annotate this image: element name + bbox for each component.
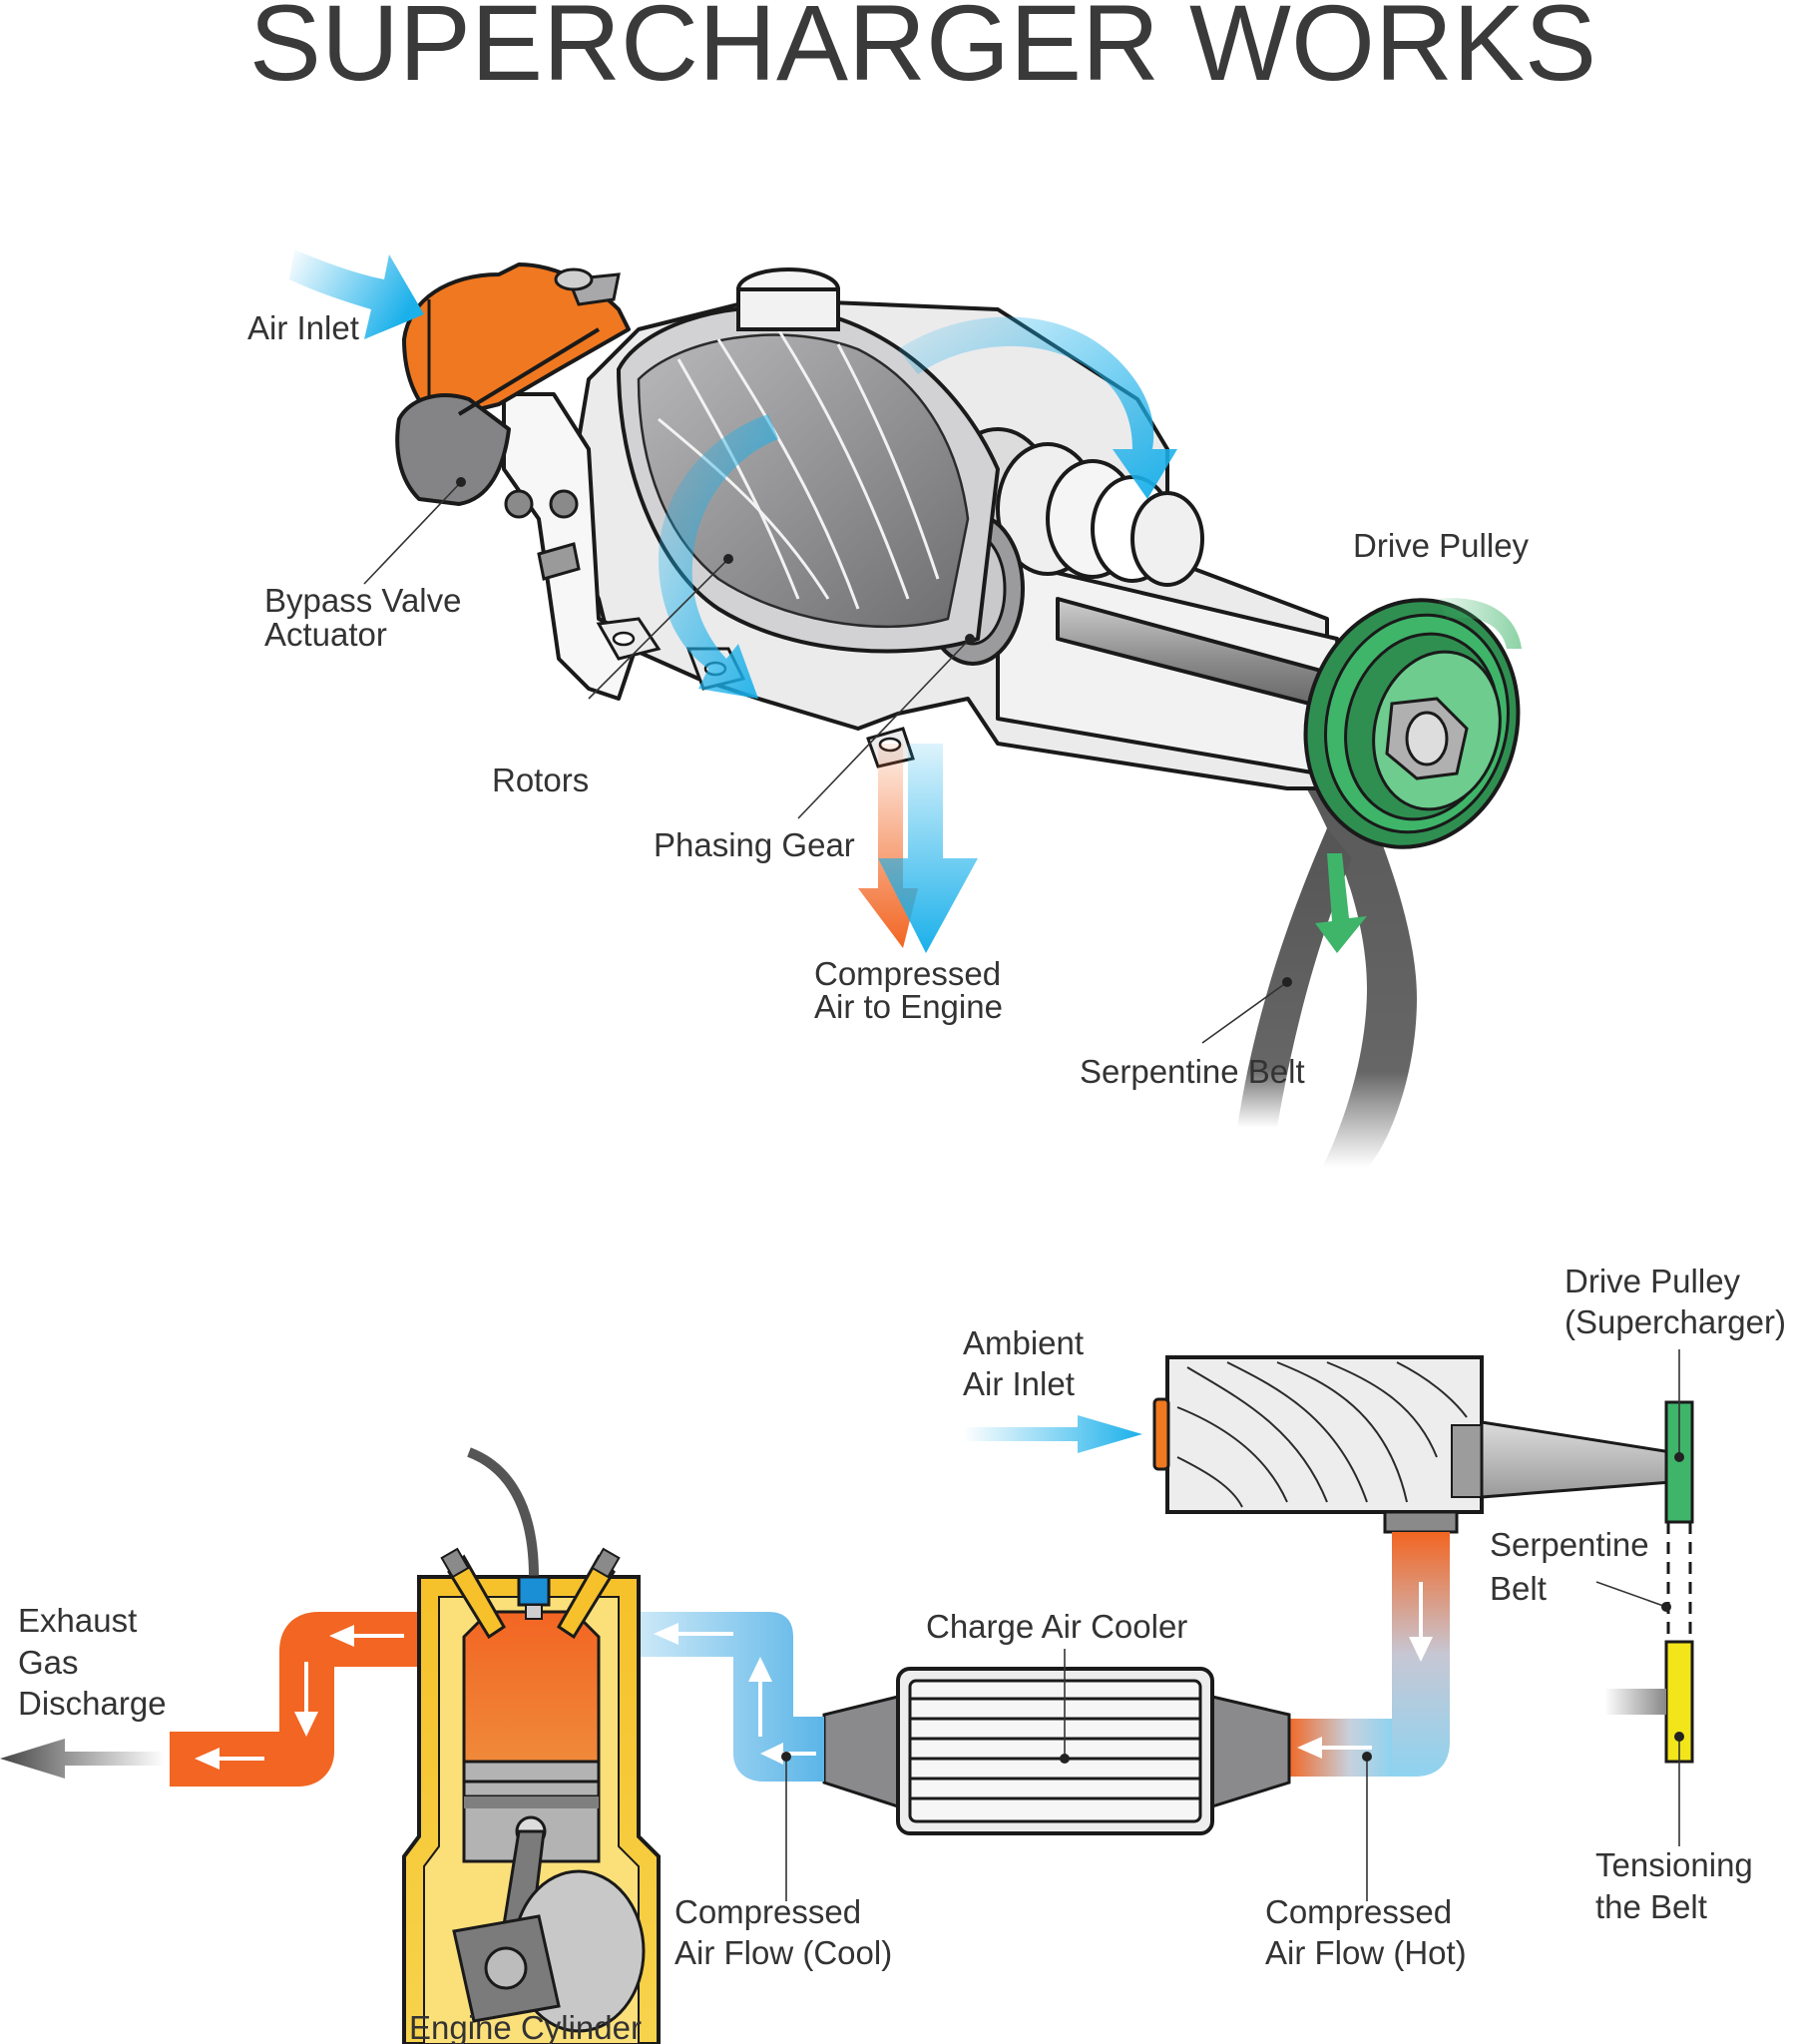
cool-flow-arrow-up [748, 1657, 772, 1737]
cool-flow-arrow-left-top [654, 1623, 733, 1645]
compressed-air-outlet-arrow [878, 744, 978, 953]
serpentine-belt [1287, 689, 1417, 1168]
label-compressed-2: Air to Engine [814, 988, 1003, 1025]
supercharger-illustration [289, 250, 1522, 1168]
inlet-flange [1152, 1397, 1170, 1471]
engine-cylinder [402, 1447, 661, 2044]
cooler-fins [910, 1697, 1200, 1800]
rotor-lobes [658, 328, 940, 610]
label-serpentine-belt: Serpentine Belt [1080, 1053, 1305, 1090]
label-compressed-1: Compressed [814, 955, 1001, 992]
label-rotors: Rotors [492, 762, 589, 798]
exhaust-flow-arrow-left [195, 1748, 264, 1770]
label-charge-air-cooler: Charge Air Cooler [926, 1608, 1187, 1645]
exhaust-discharge-arrow [0, 1739, 165, 1779]
top-labels: Air Inlet Bypass Valve Actuator Rotors P… [247, 309, 1530, 1090]
exhaust-flow-arrow-down [294, 1662, 318, 1737]
drive-pulley [1303, 598, 1521, 849]
rotor-lines [1176, 1361, 1468, 1508]
belt-direction-arrow [1315, 853, 1367, 953]
label-engine-cylinder: Engine Cylinder [409, 2009, 642, 2044]
bottom-labels: Ambient Air Inlet Drive Pulley (Supercha… [18, 1263, 1786, 2044]
label-cool-2: Air Flow (Cool) [674, 1934, 892, 1971]
top-flow-arrow [898, 316, 1177, 499]
spark-plug [517, 1575, 551, 1607]
supercharger-box [1165, 1355, 1484, 1514]
cool-air-pipe [634, 1612, 824, 1782]
spark-plug-wire [467, 1447, 539, 1578]
rotor-flow-arrow [659, 414, 778, 699]
label-drive-pulley-2: (Supercharger) [1565, 1303, 1786, 1340]
label-exhaust-3: Discharge [18, 1685, 167, 1722]
label-phasing-gear: Phasing Gear [654, 826, 855, 863]
label-bypass-valve-1: Bypass Valve [264, 582, 461, 619]
pulley-rotation-arrow [1437, 598, 1522, 649]
schematic-snout [1480, 1420, 1673, 1499]
label-hot-1: Compressed [1265, 1893, 1452, 1930]
page-title: SUPERCHARGER WORKS [249, 0, 1596, 103]
label-drive-pulley-1: Drive Pulley [1565, 1263, 1741, 1299]
hot-air-pipe [1287, 1532, 1450, 1777]
exhaust-flow-arrow-left-top [329, 1625, 404, 1647]
cooler-end-right [1210, 1695, 1291, 1809]
ambient-air-arrow [963, 1415, 1142, 1453]
cooler-end-left [822, 1695, 900, 1809]
label-air-inlet: Air Inlet [247, 309, 359, 346]
top-leader-lines [363, 477, 1292, 1044]
label-ambient-1: Ambient [963, 1324, 1084, 1361]
hot-flow-arrow-left [1297, 1737, 1372, 1759]
system-schematic [0, 1355, 1694, 2044]
hot-flow-arrow-down [1409, 1582, 1433, 1662]
bypass-valve-actuator [395, 393, 511, 506]
label-bypass-valve-2: Actuator [264, 616, 387, 653]
label-ambient-2: Air Inlet [963, 1365, 1075, 1402]
tensioner-shaft [1604, 1689, 1666, 1715]
serpentine-belt-left [1237, 828, 1352, 1128]
label-tensioning-1: Tensioning [1595, 1846, 1753, 1883]
outlet-port [1383, 1510, 1459, 1534]
bottom-leader-lines [781, 1349, 1684, 1901]
label-tensioning-2: the Belt [1595, 1888, 1707, 1925]
label-serpentine-2: Belt [1490, 1570, 1547, 1607]
label-hot-2: Air Flow (Hot) [1265, 1934, 1467, 1971]
mounting-bolts [504, 489, 581, 581]
combustion-chamber [462, 1610, 601, 1764]
exhaust-pipe [170, 1612, 419, 1787]
label-cool-1: Compressed [674, 1893, 861, 1930]
label-drive-pulley: Drive Pulley [1353, 527, 1530, 564]
label-serpentine-1: Serpentine [1490, 1526, 1649, 1563]
label-exhaust-1: Exhaust [18, 1602, 137, 1639]
air-inlet-arrow [289, 250, 424, 339]
label-exhaust-2: Gas [18, 1644, 79, 1681]
